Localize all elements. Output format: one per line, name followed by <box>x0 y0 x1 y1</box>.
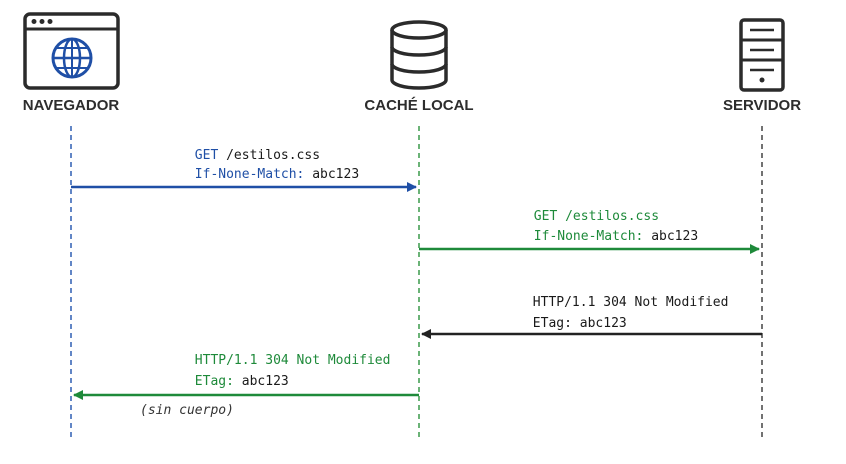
m2-value: abc123 <box>643 229 698 244</box>
svg-text:GET /estilos.css: GET /estilos.css <box>479 209 698 224</box>
m1-path: /estilos.css <box>218 148 320 163</box>
svg-text:GET /estilos.css: GET /estilos.css <box>140 148 359 163</box>
m4-note: (sin cuerpo) <box>140 403 234 418</box>
m4-status: HTTP/1.1 304 Not Modified <box>195 353 391 368</box>
svg-text:If-None-Match: abc123: If-None-Match: abc123 <box>479 229 737 244</box>
m2-header: If-None-Match: <box>534 229 644 244</box>
m3-header: ETag: <box>533 316 572 331</box>
svg-text:ETag: abc123: ETag: abc123 <box>478 316 666 331</box>
m1-value: abc123 <box>304 167 359 182</box>
m4-header: ETag: <box>195 374 234 389</box>
browser-globe-icon <box>23 12 120 90</box>
server-icon <box>739 18 785 92</box>
m4-value: abc123 <box>234 374 289 389</box>
m2-method: GET <box>534 209 558 224</box>
message-response-to-cache: HTTP/1.1 304 Not Modified ETag: abc123 <box>421 295 768 339</box>
participant-cache-label: CACHÉ LOCAL <box>364 97 473 114</box>
message-response-to-browser: HTTP/1.1 304 Not Modified ETag: abc123 (… <box>73 353 430 418</box>
m2-path: /estilos.css <box>557 209 659 224</box>
m3-value: abc123 <box>572 316 627 331</box>
participant-navegador-label: NAVEGADOR <box>23 97 120 114</box>
svg-text:ETag: abc123: ETag: abc123 <box>140 374 328 389</box>
svg-text:HTTP/1.1 304 Not Modified: HTTP/1.1 304 Not Modified <box>478 295 768 310</box>
message-request-to-cache: GET /estilos.css If-None-Match: abc123 <box>71 148 417 192</box>
svg-text:If-None-Match: abc123: If-None-Match: abc123 <box>140 167 398 182</box>
m3-status: HTTP/1.1 304 Not Modified <box>533 295 729 310</box>
database-icon <box>390 20 448 90</box>
participant-servidor-label: SERVIDOR <box>723 97 801 114</box>
message-request-to-server: GET /estilos.css If-None-Match: abc123 <box>419 209 760 254</box>
svg-text:HTTP/1.1 304 Not Modified: HTTP/1.1 304 Not Modified <box>140 353 430 368</box>
m1-method: GET <box>195 148 219 163</box>
m1-header: If-None-Match: <box>195 167 305 182</box>
